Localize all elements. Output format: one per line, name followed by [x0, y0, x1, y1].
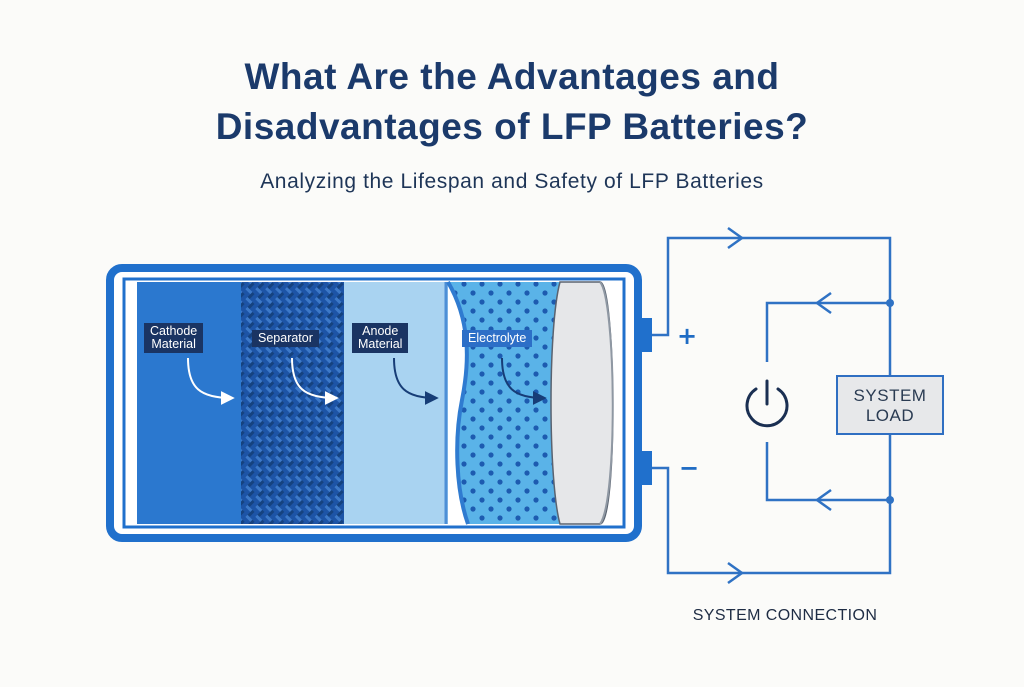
negative-terminal: [638, 451, 652, 485]
battery: [106, 264, 652, 542]
system-load-line-1: SYSTEM: [853, 386, 927, 405]
cathode-label-line-2: Material: [151, 337, 196, 351]
arrow-bottom-right-icon: [727, 561, 745, 585]
junction-dot-lower: [886, 496, 894, 504]
electrolyte-wave-edge: [446, 280, 470, 525]
positive-sign: +: [677, 322, 698, 350]
arrow-upper-left-icon: [814, 291, 832, 315]
page-subtitle: Analyzing the Lifespan and Safety of LFP…: [260, 170, 764, 193]
cathode-label: Cathode Material: [144, 323, 204, 353]
upper-inner-wire: [765, 301, 890, 362]
arrow-lower-left-icon: [814, 488, 832, 512]
anode-label: Anode Material: [352, 323, 409, 353]
positive-terminal: [638, 318, 652, 352]
electrolyte-arrow-icon: [501, 357, 547, 405]
separator-label: Separator: [252, 330, 319, 347]
arrow-top-right-icon: [727, 226, 745, 250]
title-line-2: Disadvantages of LFP Batteries?: [215, 106, 809, 147]
cathode-layer: [137, 282, 241, 524]
page-title: What Are the Advantages and Disadvantage…: [0, 52, 1024, 152]
anode-arrow-icon: [393, 357, 439, 405]
electrolyte-label-text: Electrolyte: [468, 331, 527, 345]
title-line-1: What Are the Advantages and: [244, 56, 780, 97]
junction-dot-upper: [886, 299, 894, 307]
separator-label-text: Separator: [258, 331, 313, 345]
lower-inner-wire: [765, 442, 890, 502]
electrolyte-label: Electrolyte: [462, 330, 533, 347]
power-icon: [745, 379, 789, 428]
battery-end-cap: [550, 281, 614, 525]
end-cap-rim: [599, 281, 614, 525]
system-load-line-2: LOAD: [865, 406, 915, 425]
anode-layer: [344, 282, 448, 524]
cathode-label-line-1: Cathode: [150, 324, 198, 338]
anode-label-line-1: Anode: [362, 324, 399, 338]
separator-arrow-icon: [291, 357, 339, 405]
cathode-arrow-icon: [187, 357, 235, 405]
anode-label-line-2: Material: [358, 337, 403, 351]
negative-sign: −: [679, 454, 700, 482]
separator-layer: [241, 282, 344, 524]
system-connection-caption: SYSTEM CONNECTION: [692, 607, 878, 624]
system-load-box: SYSTEM LOAD: [836, 375, 944, 435]
